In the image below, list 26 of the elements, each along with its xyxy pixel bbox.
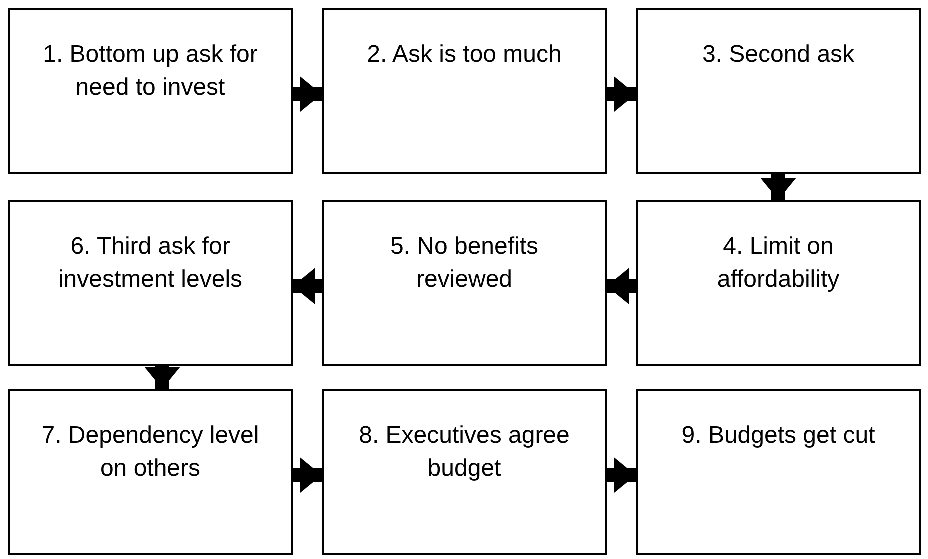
- process-box: [8, 389, 293, 555]
- block-arrow: [293, 76, 322, 112]
- block-arrow: [607, 76, 636, 112]
- step-label: 7. Dependency level on others: [40, 421, 260, 484]
- process-box: [322, 200, 607, 366]
- block-arrow: [760, 174, 796, 200]
- step-label: 5. No benefits reviewed: [389, 232, 540, 296]
- process-box: [636, 389, 921, 555]
- block-arrow: [293, 268, 322, 304]
- step-label: 8. Executives agree budget: [358, 421, 571, 484]
- process-box: [322, 389, 607, 555]
- process-box: [636, 8, 921, 174]
- step-label: 3. Second ask: [702, 40, 855, 70]
- process-box: [8, 200, 293, 366]
- process-box: [636, 200, 921, 366]
- step-label: 9. Budgets get cut: [682, 421, 876, 451]
- block-arrow: [607, 268, 636, 304]
- process-box: [322, 8, 607, 174]
- step-label: 6. Third ask for investment levels: [57, 232, 244, 296]
- step-label: 4. Limit on affordability: [716, 232, 841, 296]
- step-label: 2. Ask is too much: [367, 40, 562, 70]
- step-label: 1. Bottom up ask for need to invest: [42, 40, 259, 104]
- process-box: [8, 8, 293, 174]
- block-arrow: [144, 366, 180, 389]
- block-arrow: [607, 457, 636, 494]
- block-arrow: [293, 457, 322, 494]
